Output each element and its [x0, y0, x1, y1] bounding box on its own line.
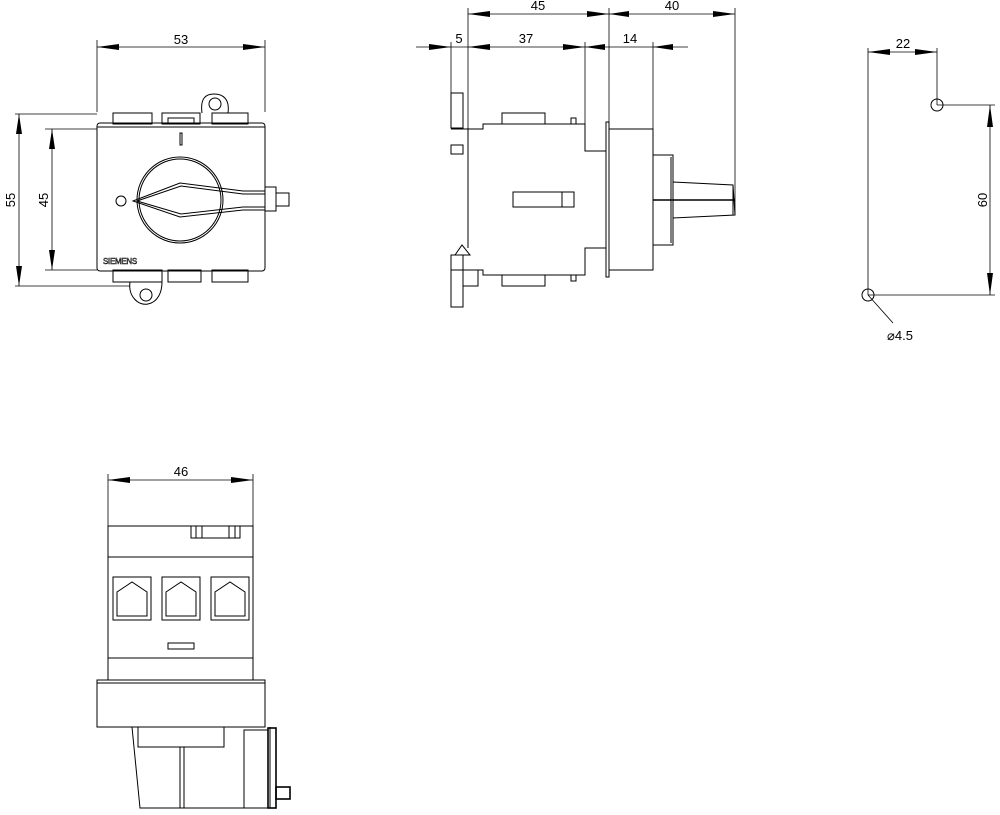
- dim-hole-diameter: ⌀4.5: [887, 328, 913, 343]
- dim-45-depth: 45: [531, 0, 545, 13]
- dim-14: 14: [623, 31, 637, 46]
- dim-60: 60: [975, 193, 990, 207]
- side-view: 45 40 5 37 14: [416, 0, 736, 308]
- terminal: [161, 576, 201, 621]
- dim-46: 46: [174, 464, 188, 479]
- dim-37: 37: [519, 31, 533, 46]
- dim-40: 40: [665, 0, 679, 13]
- brand-label: SIEMENS: [103, 257, 137, 266]
- terminal: [112, 576, 152, 621]
- mounting-view: 22 60 ⌀4.5: [861, 36, 995, 343]
- on-mark: [179, 132, 183, 146]
- bottom-view: 46: [96, 464, 291, 809]
- dim-45-front: 45: [36, 193, 51, 207]
- mounting-hole: [930, 98, 944, 112]
- terminal: [210, 576, 250, 621]
- knob: [136, 156, 224, 244]
- dim-55: 55: [3, 193, 18, 207]
- dim-5: 5: [455, 31, 462, 46]
- dim-53: 53: [174, 32, 188, 47]
- front-view: 53 55 45 I SIEMENS: [3, 32, 290, 305]
- off-mark: [115, 195, 127, 207]
- dim-22: 22: [896, 36, 910, 51]
- mounting-hole: [861, 288, 875, 302]
